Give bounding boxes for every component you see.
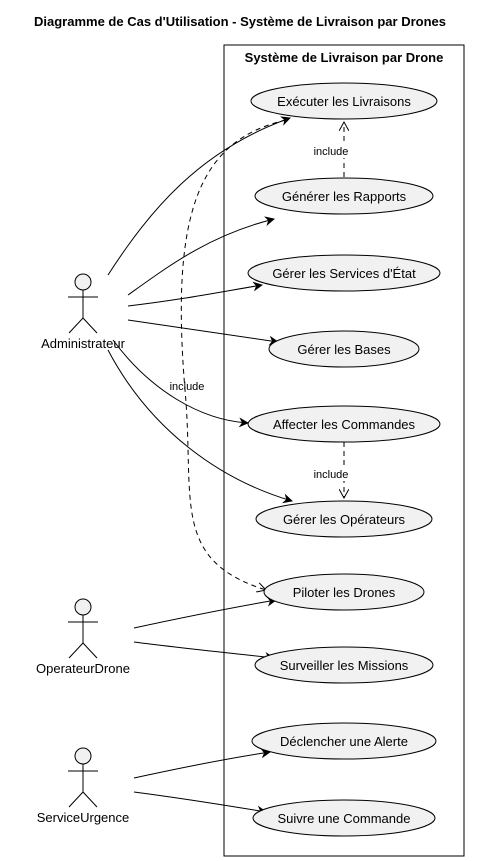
assoc-operator-monitor bbox=[133, 641, 275, 662]
use-case-ops[interactable]: Gérer les Opérateurs bbox=[255, 500, 433, 538]
use-case-label: Gérer les Services d'État bbox=[272, 266, 416, 281]
use-case-state[interactable]: Gérer les Services d'État bbox=[247, 254, 441, 292]
use-case-monitor[interactable]: Surveiller les Missions bbox=[254, 646, 434, 684]
include-label-bg bbox=[309, 466, 353, 481]
assoc-admin-bases bbox=[127, 319, 279, 346]
use-case-alert[interactable]: Déclencher une Alerte bbox=[251, 722, 437, 760]
use-case-label: Affecter les Commandes bbox=[273, 417, 416, 432]
actor-leg-left bbox=[68, 642, 84, 659]
include-exec-pilot bbox=[180, 119, 287, 590]
assoc-emergency-track bbox=[133, 791, 267, 816]
assoc-admin-ops bbox=[107, 349, 293, 504]
diagram-title: Diagramme de Cas d'Utilisation - Système… bbox=[34, 14, 446, 29]
use-case-track[interactable]: Suivre une Commande bbox=[252, 799, 436, 837]
assoc-emergency-alert bbox=[133, 748, 271, 779]
actor-leg-right bbox=[82, 791, 98, 808]
use-case-ellipse bbox=[254, 646, 434, 684]
use-case-label: Générer les Rapports bbox=[282, 189, 407, 204]
use-case-ellipse bbox=[252, 799, 436, 837]
actor-operateurdrone[interactable] bbox=[68, 598, 98, 659]
actor-leg-right bbox=[82, 642, 98, 659]
use-case-reports[interactable]: Générer les Rapports bbox=[254, 177, 434, 215]
include-label-exec-pilot: include bbox=[170, 381, 205, 393]
associations bbox=[107, 116, 293, 816]
assoc-admin-exec bbox=[107, 116, 291, 276]
use-case-ellipse bbox=[268, 330, 420, 368]
include-label-bg bbox=[309, 143, 353, 158]
actor-leg-right bbox=[82, 317, 98, 334]
actor-leg-left bbox=[68, 791, 84, 808]
assoc-admin-orders bbox=[112, 339, 249, 428]
use-case-ellipse bbox=[250, 82, 438, 120]
use-case-label: Piloter les Drones bbox=[293, 585, 396, 600]
actor-serviceurgence[interactable] bbox=[68, 747, 98, 808]
use-case-label: Suivre une Commande bbox=[278, 811, 411, 826]
use-case-pilot[interactable]: Piloter les Drones bbox=[263, 573, 425, 611]
use-case-ellipse bbox=[247, 254, 441, 292]
use-case-bases[interactable]: Gérer les Bases bbox=[268, 330, 420, 368]
include-label-orders-ops: include bbox=[314, 469, 349, 481]
use-case-orders[interactable]: Affecter les Commandes bbox=[247, 405, 441, 443]
actor-head-icon bbox=[74, 598, 92, 616]
use-case-ellipse bbox=[251, 722, 437, 760]
use-case-label: Gérer les Bases bbox=[297, 342, 391, 357]
actor-label-administrateur: Administrateur bbox=[41, 336, 125, 351]
actor-label-operateurdrone: OperateurDrone bbox=[36, 661, 130, 676]
use-case-ellipse bbox=[254, 177, 434, 215]
actor-leg-left bbox=[68, 317, 84, 334]
include-label-reports-exec: include bbox=[314, 146, 349, 158]
assoc-operator-pilot bbox=[133, 596, 277, 629]
use-case-ellipse bbox=[263, 573, 425, 611]
use-case-exec[interactable]: Exécuter les Livraisons bbox=[250, 82, 438, 120]
actor-head-icon bbox=[74, 273, 92, 291]
system-title: Système de Livraison par Drone bbox=[245, 50, 444, 65]
use-case-label: Exécuter les Livraisons bbox=[277, 94, 411, 109]
use-case-label: Gérer les Opérateurs bbox=[283, 512, 406, 527]
actor-administrateur[interactable] bbox=[68, 273, 98, 334]
use-case-ellipse bbox=[247, 405, 441, 443]
use-case-label: Surveiller les Missions bbox=[280, 658, 409, 673]
use-case-label: Déclencher une Alerte bbox=[280, 734, 408, 749]
actor-label-serviceurgence: ServiceUrgence bbox=[37, 810, 130, 825]
actor-head-icon bbox=[74, 747, 92, 765]
use-case-ellipse bbox=[255, 500, 433, 538]
assoc-admin-reports bbox=[127, 216, 275, 296]
assoc-admin-state bbox=[127, 281, 263, 307]
